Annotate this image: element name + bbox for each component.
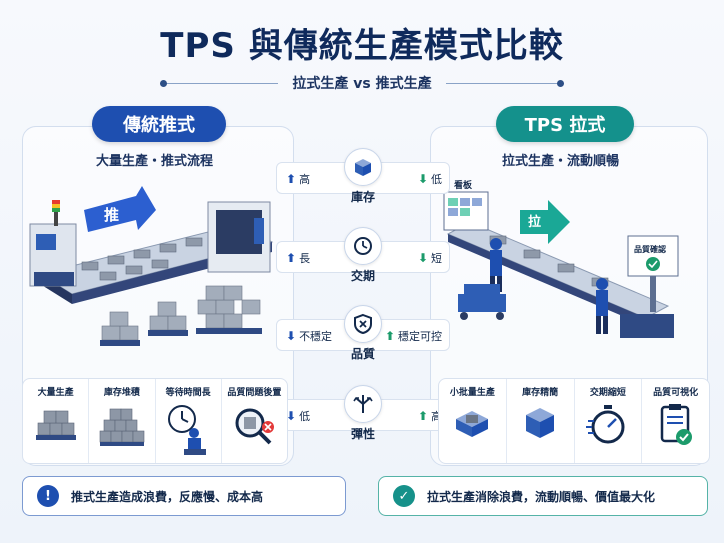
shield-icon (344, 305, 382, 343)
pull-subheading: 拉式生產・流動順暢 (502, 154, 620, 169)
subtitle: 拉式生產 vs 推式生產 (292, 76, 432, 92)
push-metric: ⬆高 (286, 171, 310, 187)
push-summary-banner: ! 推式生產造成浪費，反應慢、成本高 (22, 476, 346, 516)
pull-metric-value: 短 (431, 252, 442, 265)
arrow-up-icon: ⬆ (417, 409, 428, 423)
pull-summary-banner: ✓ 拉式生產消除浪費，流動順暢、價值最大化 (378, 476, 708, 516)
pull-heading: TPS 拉式 (496, 106, 634, 142)
pull-arrow-icon (520, 200, 570, 244)
pull-metric: ⬇短 (418, 250, 442, 266)
clock-icon (344, 227, 382, 265)
box-icon (344, 148, 382, 186)
quality-check-label: 品質確認 (634, 244, 666, 254)
stacked-inventory-icon (99, 408, 145, 446)
arrow-down-icon: ⬇ (417, 251, 428, 265)
comparison-row: ⬆高 ⬇低庫存 (276, 148, 450, 204)
pull-icon-label: 交期縮短 (589, 388, 626, 398)
arrow-down-icon: ⬇ (286, 329, 297, 343)
pull-icon-cell: 小批量生產 (439, 379, 507, 463)
push-icon-cell: 等待時間長 (156, 379, 222, 463)
pull-icons-row: 小批量生產 庫存精簡 交期縮短 品質可視化 (438, 378, 710, 464)
push-icon-cell: 品質問題後置 (222, 379, 287, 463)
push-icon-label: 大量生產 (37, 388, 74, 398)
arrow-up-icon: ⬆ (286, 172, 297, 186)
push-icon-label: 品質問題後置 (227, 388, 282, 398)
push-subheading: 大量生產・推式流程 (96, 154, 214, 169)
magnifier-error-icon (235, 408, 275, 445)
push-icon-label: 等待時間長 (165, 388, 211, 398)
small-batch-icon (456, 411, 489, 437)
push-metric-value: 低 (299, 410, 311, 423)
push-metric-value: 長 (299, 252, 311, 265)
push-arrow-icon (84, 186, 156, 232)
push-icon-cell: 庫存堆積 (89, 379, 156, 463)
push-icon-label: 庫存堆積 (103, 388, 140, 398)
arrow-down-icon: ⬇ (417, 172, 428, 186)
alert-icon: ! (37, 485, 59, 507)
page-title: TPS 與傳統生產模式比較 (160, 26, 564, 66)
clock-icon (168, 405, 207, 455)
pull-icon-label: 小批量生產 (449, 388, 495, 398)
arrow-up-icon: ⬆ (286, 251, 297, 265)
pull-arrow-label: 拉 (528, 214, 541, 230)
comparison-label: 庫存 (350, 190, 375, 204)
push-heading: 傳統推式 (92, 106, 226, 142)
kanban-label: 看板 (454, 179, 473, 191)
pull-icon-cell: 品質可視化 (642, 379, 709, 463)
subtitle-divider-left (160, 79, 279, 87)
push-summary-text: 推式生產造成浪費，反應慢、成本高 (71, 489, 264, 504)
push-metric-value: 不穩定 (299, 330, 333, 343)
pull-metric-value: 穩定可控 (398, 330, 442, 343)
pull-icon-cell: 庫存精簡 (507, 379, 575, 463)
split-arrows-icon (344, 385, 382, 423)
pull-metric: ⬇低 (418, 171, 442, 187)
arrow-down-icon: ⬇ (286, 409, 297, 423)
push-factory-illustration: 推 (29, 186, 274, 346)
pull-metric: ⬆高 (418, 408, 442, 424)
push-icon-cell: 大量生產 (23, 379, 90, 463)
arrow-up-icon: ⬆ (384, 329, 395, 343)
pallet-boxes-icon (35, 410, 76, 440)
comparison-row: ⬇低 ⬆高彈性 (276, 385, 450, 441)
pull-metric-value: 低 (431, 173, 442, 186)
pull-metric: ⬆穩定可控 (385, 328, 442, 344)
push-icons-row: 大量生產 庫存堆積 等待時間長 (22, 378, 288, 464)
pull-line-illustration: 看板 拉 品質確認 (443, 179, 679, 338)
pull-icon-cell: 交期縮短 (575, 379, 643, 463)
comparison-row: ⬆長 ⬇短交期 (276, 227, 450, 283)
pull-icon-label: 品質可視化 (653, 388, 699, 398)
pull-icon-label: 庫存精簡 (522, 388, 559, 398)
push-metric: ⬇不穩定 (286, 328, 332, 344)
push-metric: ⬇低 (286, 408, 310, 424)
comparison-label: 交期 (350, 269, 375, 283)
pull-metric-value: 高 (431, 410, 442, 423)
push-arrow-label: 推 (104, 206, 119, 224)
comparison-row: ⬇不穩定⬆穩定可控品質 (276, 305, 450, 361)
single-box-icon (526, 408, 555, 438)
push-metric-value: 高 (299, 173, 311, 186)
pull-summary-text: 拉式生產消除浪費，流動順暢、價值最大化 (427, 489, 656, 504)
comparison-label: 彈性 (350, 427, 375, 441)
push-metric: ⬆長 (286, 250, 310, 266)
comparison-label: 品質 (350, 347, 375, 361)
check-icon: ✓ (393, 485, 415, 507)
subtitle-divider-right (445, 79, 565, 87)
subtitle-row: 拉式生產 vs 推式生產 (160, 72, 565, 94)
stopwatch-icon (585, 405, 625, 444)
checklist-icon (660, 404, 692, 445)
